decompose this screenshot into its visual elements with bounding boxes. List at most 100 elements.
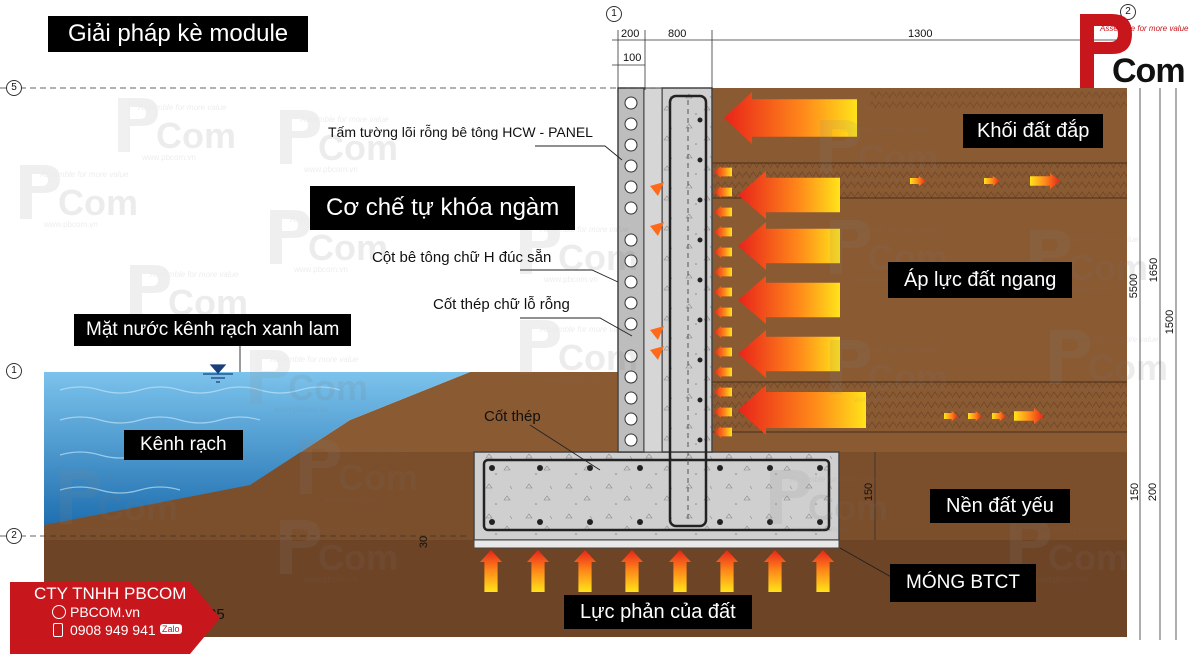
- watermark-letters: Com: [58, 182, 138, 223]
- watermark-tagline: Assemble for more value: [137, 103, 227, 112]
- watermark-site: www.pbcom.vn: [543, 375, 598, 384]
- lateral-pressure-arrow-5: [738, 330, 840, 378]
- small-pressure-arrow-3: [714, 206, 732, 218]
- label-water-surface: Mặt nước kênh rạch xanh lam: [74, 314, 352, 346]
- grid-marker-top-right: 2: [1120, 4, 1136, 20]
- watermark-site: www.pbcom.vn: [853, 395, 908, 404]
- watermark-tagline: Assemble for more value: [269, 355, 359, 364]
- dim-30: 30: [418, 535, 431, 549]
- watermark-site: www.pbcom.vn: [43, 220, 98, 229]
- watermark-site: www.pbcom.vn: [1033, 575, 1088, 584]
- company-name: CTY TNHH PBCOM: [34, 584, 187, 603]
- label-hollow-rebar: Cốt thép chữ lỗ rỗng: [433, 296, 570, 313]
- label-canal: Kênh rạch: [124, 430, 243, 460]
- dim-5500: 5500: [1128, 273, 1141, 299]
- watermark-letters: Com: [868, 357, 948, 398]
- company-phone: 0908 949 941: [70, 622, 156, 638]
- logo-tagline: Assemble for more value: [1100, 24, 1189, 33]
- band-arrow-5: [968, 411, 982, 421]
- dim-150-inner: 150: [863, 482, 876, 502]
- watermark-letters: Com: [156, 115, 236, 156]
- foundation-rebar-cage: [482, 458, 831, 532]
- watermark-site: www.pbcom.vn: [303, 165, 358, 174]
- watermark-letters: Com: [308, 227, 388, 268]
- watermark-site: www.pbcom.vn: [853, 275, 908, 284]
- small-pressure-arrow-1: [714, 166, 732, 178]
- lateral-pressure-arrow-3: [738, 222, 840, 270]
- watermark-letters: Com: [1068, 247, 1148, 288]
- soil-reaction-arrow-1: [480, 550, 502, 592]
- watermark-site: www.pbcom.vn: [141, 153, 196, 162]
- phone-icon: [53, 623, 63, 637]
- logo-letters: Com: [1112, 52, 1186, 90]
- watermark-tagline: Assemble for more value: [539, 325, 629, 334]
- soil-reaction-arrow-8: [812, 550, 834, 592]
- dim-150-right: 150: [1129, 482, 1142, 502]
- grid-marker-level-2: 2: [6, 528, 22, 544]
- watermark-logo-2: Com Assemble for more value www.pbcom.vn: [20, 165, 138, 229]
- watermark-logo-17: Com Assemble for more value www.pbcom.vn: [770, 470, 888, 534]
- watermark-letters: Com: [338, 457, 418, 498]
- dimension-lines: [0, 30, 1177, 640]
- soil-reaction-arrow-3: [574, 550, 596, 592]
- small-pressure-arrow-10: [714, 346, 732, 358]
- watermark-letters: Com: [808, 487, 888, 528]
- watermark-site: www.pbcom.vn: [1073, 385, 1128, 394]
- watermark-tagline: Assemble for more value: [299, 115, 389, 124]
- watermark-site: www.pbcom.vn: [303, 575, 358, 584]
- band-arrow-3: [1030, 173, 1060, 189]
- watermark-tagline: Assemble for more value: [149, 270, 239, 279]
- small-pressure-arrow-11: [714, 366, 732, 378]
- grid-marker-top: 1: [606, 6, 622, 22]
- watermark-tagline: Assemble for more value: [319, 445, 409, 454]
- watermark-tagline: Assemble for more value: [789, 475, 879, 484]
- dim-1300: 1300: [908, 28, 933, 40]
- lock-arrow-1: [650, 182, 664, 196]
- small-pressure-arrow-6: [714, 266, 732, 278]
- small-pressure-arrow-4: [714, 226, 732, 238]
- band-arrow-4: [944, 411, 958, 421]
- soil-reaction-arrow-5: [669, 550, 691, 592]
- watermark-letters: Com: [1048, 537, 1128, 578]
- watermark-letters: Com: [288, 367, 368, 408]
- label-lateral-pressure: Áp lực đất ngang: [888, 262, 1073, 298]
- band-arrow-1: [910, 176, 926, 186]
- foundation-rebar-dots: [489, 465, 823, 525]
- small-pressure-arrow-2: [714, 186, 732, 198]
- watermark-site: www.pbcom.vn: [793, 525, 848, 534]
- watermark-letters: Com: [558, 337, 638, 378]
- column-rebar-dots: [697, 117, 703, 443]
- label-h-column: Cột bê tông chữ H đúc sẵn: [372, 249, 552, 266]
- watermark-tagline: Assemble for more value: [839, 125, 929, 134]
- watermark-letters: Com: [858, 137, 938, 178]
- label-rebar: Cốt thép: [484, 408, 541, 425]
- lateral-pressure-arrow-1: [724, 92, 857, 144]
- column-rebar-cage: [668, 94, 708, 528]
- label-rc-foundation: MÓNG BTCT: [890, 564, 1036, 602]
- company-site: PBCOM.vn: [70, 604, 141, 620]
- small-pressure-arrow-14: [714, 426, 732, 438]
- soil-reaction-arrow-6: [716, 550, 738, 592]
- watermark-tagline: Assemble for more value: [79, 475, 169, 484]
- watermark-tagline: Assemble for more value: [39, 170, 129, 179]
- company-chat-badge: Zalo: [160, 624, 182, 634]
- leader-lines: [239, 145, 894, 579]
- brand-logo: Assemble for more value Com: [1072, 8, 1188, 94]
- watermark-letters: Com: [318, 537, 398, 578]
- band-arrow-6: [992, 411, 1006, 421]
- soil-reaction-arrow-7: [764, 550, 786, 592]
- watermark-site: www.pbcom.vn: [293, 265, 348, 274]
- water-level-symbol: [203, 364, 233, 383]
- watermark-tagline: Assemble for more value: [539, 225, 629, 234]
- small-pressure-arrow-7: [714, 286, 732, 298]
- page-title: Giải pháp kè module: [48, 16, 309, 52]
